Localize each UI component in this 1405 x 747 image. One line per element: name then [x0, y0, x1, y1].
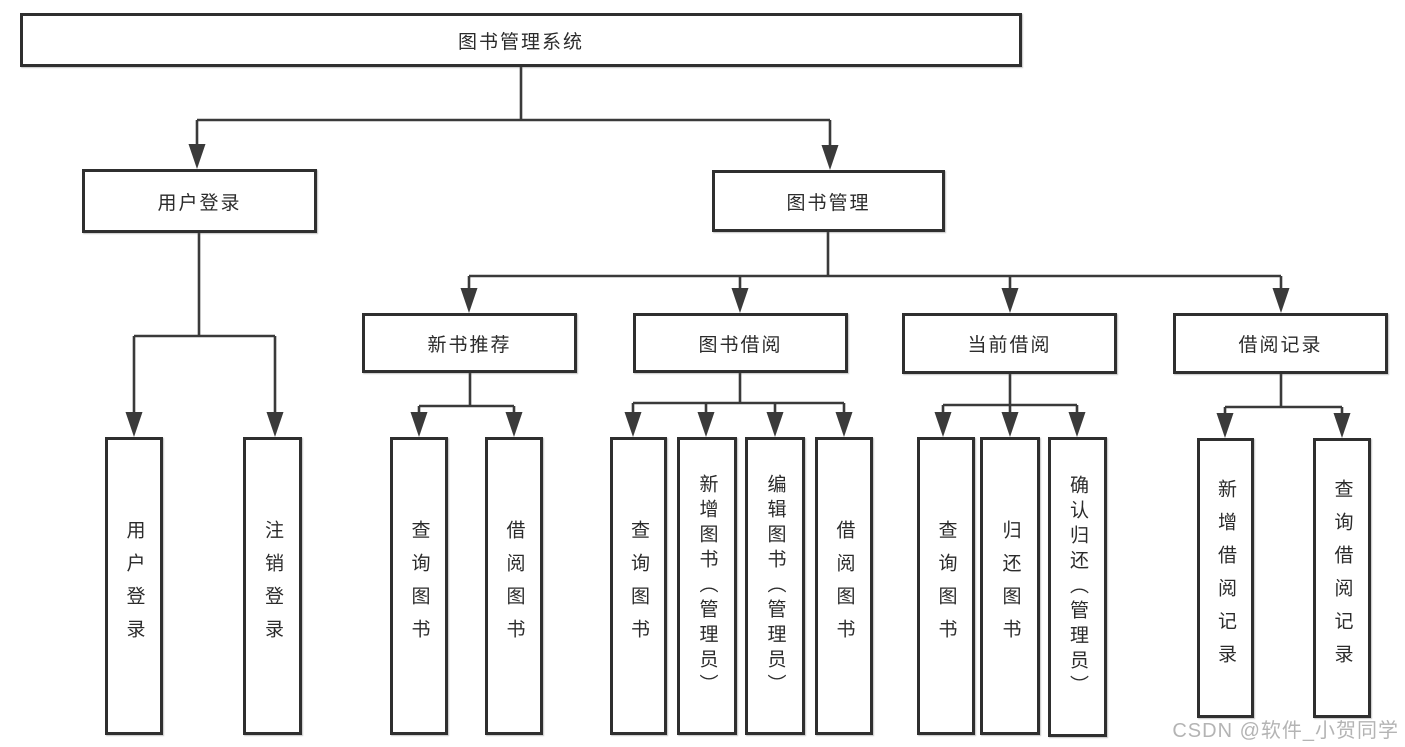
node-label: 编辑图书（管理员）	[764, 473, 786, 699]
node-ul-logout: 注销登录	[243, 437, 302, 735]
arrowhead-icon	[266, 412, 284, 437]
arrowhead-icon	[697, 412, 715, 437]
node-bb-borrow: 借阅图书	[815, 437, 873, 735]
node-label: 借阅图书	[503, 520, 525, 652]
node-label: 查询图书	[935, 520, 957, 652]
node-bb-query: 查询图书	[610, 437, 667, 735]
node-label: 注销登录	[262, 520, 283, 652]
arrowhead-icon	[1272, 288, 1290, 313]
arrowhead-icon	[1001, 412, 1019, 437]
watermark: CSDN @软件_小贺同学	[1172, 720, 1399, 742]
arrowhead-icon	[460, 288, 478, 313]
arrowhead-icon	[934, 412, 952, 437]
arrowhead-icon	[410, 412, 428, 437]
node-cb-query: 查询图书	[917, 437, 975, 735]
node-label: 用户登录	[123, 520, 145, 652]
arrowhead-icon	[624, 412, 642, 437]
arrowhead-icon	[766, 412, 784, 437]
node-br-query: 查询借阅记录	[1313, 438, 1371, 718]
node-label: 查询图书	[408, 520, 430, 652]
node-borrow-records: 借阅记录	[1173, 313, 1388, 374]
arrowhead-icon	[1333, 413, 1351, 438]
arrowhead-icon	[731, 288, 749, 313]
node-root: 图书管理系统	[20, 13, 1022, 67]
arrowhead-icon	[125, 412, 143, 437]
node-br-add: 新增借阅记录	[1197, 438, 1254, 718]
arrowhead-icon	[821, 145, 839, 170]
node-bb-add: 新增图书（管理员）	[677, 437, 737, 735]
node-label: 借阅图书	[833, 520, 855, 652]
arrowhead-icon	[1001, 288, 1019, 313]
node-label: 图书管理系统	[457, 31, 584, 53]
node-label: 新书推荐	[427, 334, 512, 356]
node-label: 归还图书	[999, 520, 1021, 652]
node-new-book-rec: 新书推荐	[362, 313, 577, 373]
arrowhead-icon	[835, 412, 853, 437]
node-label: 当前借阅	[967, 335, 1052, 356]
node-label: 借阅记录	[1238, 335, 1323, 356]
node-label: 新增借阅记录	[1215, 479, 1236, 677]
arrowhead-icon	[505, 412, 523, 437]
arrowhead-icon	[1068, 412, 1086, 437]
arrowhead-icon	[1216, 413, 1234, 438]
node-book-mgmt: 图书管理	[712, 170, 945, 232]
node-bb-edit: 编辑图书（管理员）	[745, 437, 805, 735]
node-label: 图书借阅	[698, 334, 783, 356]
node-label: 查询借阅记录	[1331, 479, 1353, 677]
node-user-login: 用户登录	[82, 169, 317, 233]
node-label: 确认归还（管理员）	[1067, 474, 1088, 700]
node-label: 查询图书	[628, 520, 649, 652]
node-current-borrow: 当前借阅	[902, 313, 1117, 374]
arrowhead-icon	[188, 144, 206, 169]
node-cb-return: 归还图书	[980, 437, 1040, 735]
node-label: 用户登录	[157, 192, 242, 214]
node-nb-borrow: 借阅图书	[485, 437, 543, 735]
node-ul-login: 用户登录	[105, 437, 163, 735]
node-label: 新增图书（管理员）	[696, 473, 718, 699]
node-cb-confirm: 确认归还（管理员）	[1048, 437, 1107, 737]
node-label: 图书管理	[786, 192, 871, 214]
node-nb-query: 查询图书	[390, 437, 448, 735]
node-book-borrow: 图书借阅	[633, 313, 848, 373]
